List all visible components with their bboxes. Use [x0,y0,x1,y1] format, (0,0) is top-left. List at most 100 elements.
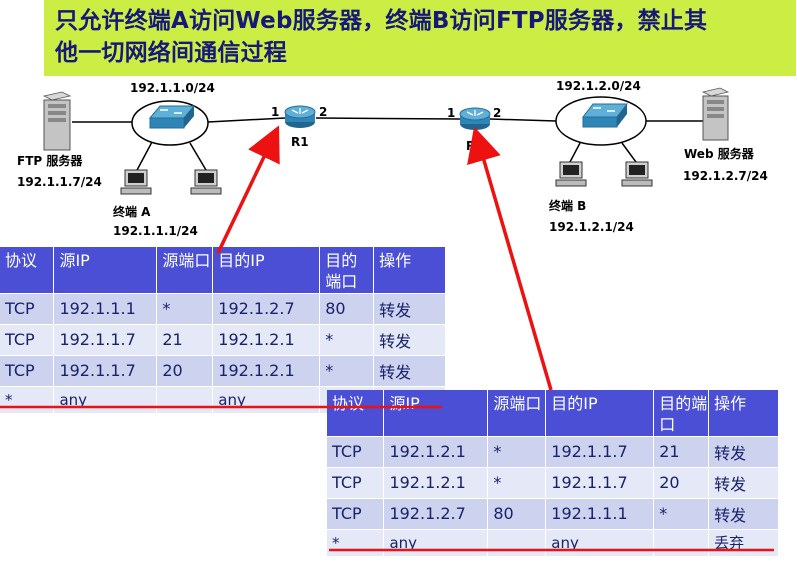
table-row: TCP 192.1.1.7 20 192.1.2.1 * 转发 [0,355,446,387]
col-header: 目的端口 [319,247,375,294]
table-cell: 192.1.1.7 [545,436,655,468]
table-cell: 转发 [373,355,446,387]
table-cell: any [545,529,655,557]
link-switch1-r1 [207,117,286,123]
r2-port2-label: 2 [493,106,502,120]
link-switch1-terminal-a [135,141,153,173]
acl-table-r2: 协议 源IP 源端口 目的IP 目的端口 操作 TCP 192.1.2.1 * … [327,390,779,557]
table-cell [653,529,710,557]
switch-icon [581,103,629,128]
terminal-b-ip: 192.1.2.1/24 [549,220,634,234]
title-line-2: 他一切网络间通信过程 [55,40,287,66]
table-cell: TCP [327,436,385,468]
table-cell: 丢弃 [708,529,779,557]
table-cell: any [383,529,489,557]
col-header: 目的端口 [653,390,710,437]
web-server-ip: 192.1.2.7/24 [683,169,768,183]
table-cell: 80 [487,498,547,530]
table-cell: 192.1.1.1 [53,293,158,325]
table-row: * any any 丢弃 [327,529,779,557]
ftp-server-icon [42,91,72,151]
table-cell: 21 [653,436,710,468]
pc-icon [621,161,653,187]
table-cell [487,529,547,557]
table-cell: 192.1.2.1 [383,467,489,499]
table-header-row: 协议 源IP 源端口 目的IP 目的端口 操作 [327,390,779,437]
ftp-server-ip: 192.1.1.7/24 [17,175,102,189]
r2-port1-label: 1 [447,106,456,120]
col-header: 源IP [383,390,489,437]
link-r1-r2 [315,117,461,120]
table-row: TCP 192.1.1.1 * 192.1.2.7 80 转发 [0,293,446,325]
table-cell: 192.1.1.1 [545,498,655,530]
table-header-row: 协议 源IP 源端口 目的IP 目的端口 操作 [0,247,446,294]
table-cell: * [156,293,214,325]
col-header: 目的IP [545,390,655,437]
right-subnet-label: 192.1.2.0/24 [556,79,641,93]
acl-table-r1: 协议 源IP 源端口 目的IP 目的端口 操作 TCP 192.1.1.1 * … [0,247,446,414]
table-cell: any [212,386,321,414]
table-cell: TCP [327,467,385,499]
table-row: TCP 192.1.1.7 21 192.1.2.1 * 转发 [0,324,446,356]
title-banner: 只允许终端A访问Web服务器，终端B访问FTP服务器，禁止其 他一切网络间通信过… [44,0,796,76]
table-cell: 21 [156,324,214,356]
table-row: TCP 192.1.2.7 80 192.1.1.1 * 转发 [327,498,779,530]
col-header: 源IP [53,247,158,294]
r1-port1-label: 1 [271,105,280,119]
title-line-1: 只允许终端A访问Web服务器，终端B访问FTP服务器，禁止其 [55,8,708,34]
r1-name-label: R1 [291,135,309,149]
table-row: TCP 192.1.2.1 * 192.1.1.7 20 转发 [327,467,779,499]
table-cell [156,386,214,414]
terminal-a-pc-icon [120,169,152,195]
table-cell: 转发 [708,436,779,468]
table-cell: TCP [0,355,55,387]
col-header: 协议 [327,390,385,437]
table-cell: any [53,386,158,414]
web-server-icon [701,87,730,141]
pc-icon [190,169,222,195]
table-cell: 转发 [708,467,779,499]
col-header: 目的IP [212,247,321,294]
router-icon [459,107,491,130]
table-cell: 转发 [373,293,446,325]
table-cell: * [487,436,547,468]
table-cell: TCP [0,324,55,356]
left-subnet-label: 192.1.1.0/24 [130,81,215,95]
link-switch2-pc2 [621,142,637,163]
col-header: 协议 [0,247,55,294]
table-cell: 20 [156,355,214,387]
table-cell: 192.1.1.7 [53,324,158,356]
table-cell: TCP [327,498,385,530]
table-cell: 转发 [708,498,779,530]
table-cell: 192.1.2.1 [212,355,321,387]
terminal-b-name: 终端 B [549,199,587,213]
table-cell: 192.1.2.1 [212,324,321,356]
table-cell: TCP [0,293,55,325]
table-row: TCP 192.1.2.1 * 192.1.1.7 21 转发 [327,436,779,468]
table-cell: 192.1.2.7 [212,293,321,325]
table-cell: * [319,324,375,356]
web-server-name: Web 服务器 [684,147,754,161]
table-cell: 80 [319,293,375,325]
table-cell: 20 [653,467,710,499]
col-header: 操作 [373,247,446,294]
terminal-b-pc-icon [555,161,587,187]
table-cell: 192.1.2.7 [383,498,489,530]
r2-name-label: R2 [466,139,484,153]
col-header: 源端口 [156,247,214,294]
link-r2-switch2 [489,118,557,122]
table-cell: * [653,498,710,530]
table-cell: 192.1.2.1 [383,436,489,468]
table-cell: * [487,467,547,499]
table-cell: 192.1.1.7 [53,355,158,387]
col-header: 操作 [708,390,779,437]
router-icon [284,105,316,128]
link-switch1-pc2 [189,142,207,171]
table-cell: 转发 [373,324,446,356]
terminal-a-name: 终端 A [113,205,151,219]
table-cell: * [327,529,385,557]
switch-icon [148,105,196,129]
table-cell: * [319,355,375,387]
terminal-a-ip: 192.1.1.1/24 [113,224,198,238]
